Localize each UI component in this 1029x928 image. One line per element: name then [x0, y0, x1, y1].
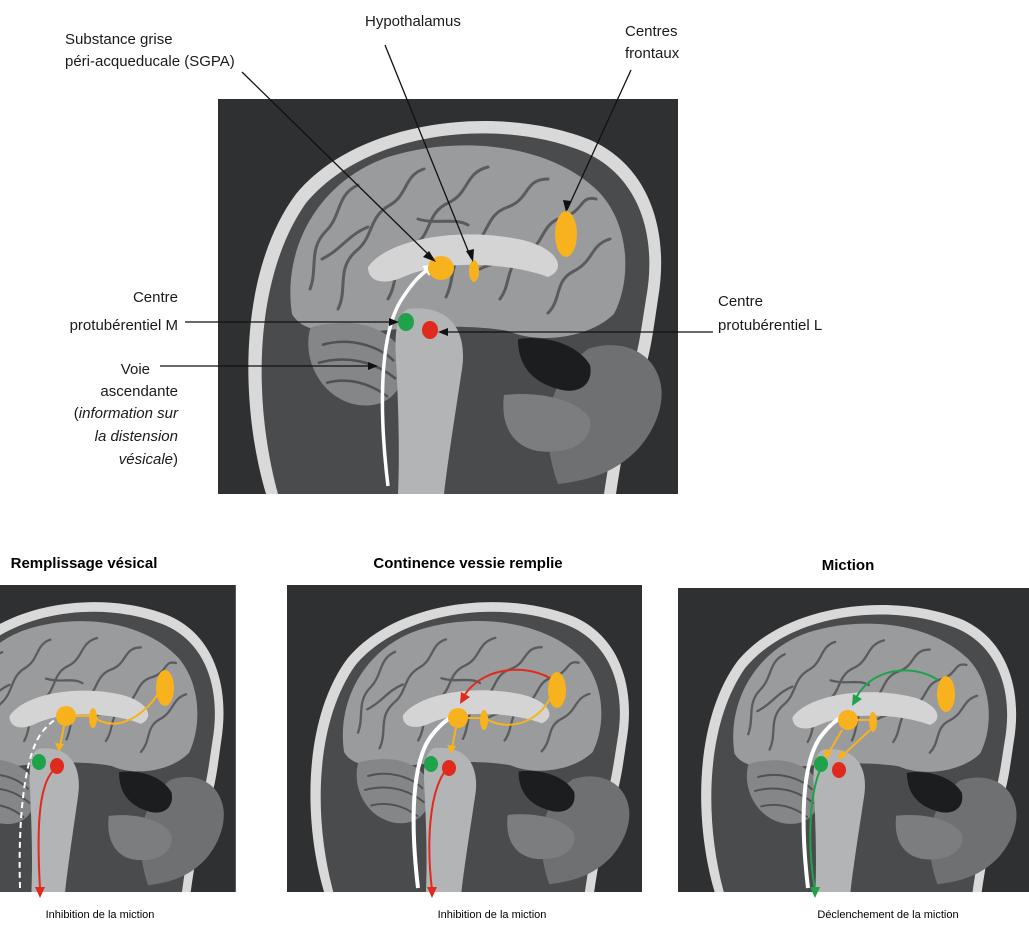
- panel-continence-frontal: [548, 672, 566, 708]
- panel-filling-title: Remplissage vésical: [11, 555, 158, 572]
- panel-continence-pontine-l: [442, 760, 456, 776]
- panel-voiding-pontine-l: [832, 762, 846, 778]
- panel-voiding-title: Miction: [822, 557, 875, 574]
- panel-continence-mri: [287, 585, 642, 892]
- main-mri-image: [218, 99, 678, 494]
- panel-voiding: Miction Déclenchement de la miction: [678, 557, 1029, 921]
- pontine-m-center: [398, 313, 414, 331]
- panel-continence-pontine-m: [424, 756, 438, 772]
- panel-filling-frontal: [156, 670, 174, 706]
- panel-voiding-pontine-m: [814, 756, 828, 772]
- label-frontal-line2: frontaux: [625, 45, 680, 62]
- panel-voiding-hypothalamus: [869, 712, 877, 732]
- label-pontine-l-line1: Centre: [718, 293, 763, 310]
- panel-filling-red-arrowhead: [35, 887, 45, 898]
- panel-continence-title: Continence vessie remplie: [373, 555, 562, 572]
- panel-voiding-caption: Déclenchement de la miction: [817, 909, 958, 921]
- main-brain-figure: Substance grise péri-acqueducale (SGPA) …: [65, 13, 822, 494]
- panel-voiding-sgpa: [838, 710, 858, 730]
- panel-filling-caption: Inhibition de la miction: [46, 909, 155, 921]
- label-pathway-line4: la distension: [95, 428, 178, 445]
- label-pathway-line5: vésicale): [119, 451, 178, 468]
- label-sgpa-line1: Substance grise: [65, 31, 173, 48]
- label-pathway-line1: Voie: [121, 361, 150, 378]
- panel-voiding-frontal: [937, 676, 955, 712]
- hypothalamus-center: [469, 260, 479, 282]
- panel-filling-pontine-l: [50, 758, 64, 774]
- panel-filling-sgpa: [56, 706, 76, 726]
- label-frontal-line1: Centres: [625, 23, 678, 40]
- panel-continence-red-arrowhead: [427, 887, 437, 898]
- frontal-center: [555, 211, 577, 257]
- label-pontine-m-line2: protubérentiel M: [70, 317, 178, 334]
- label-pathway-line3: (information sur: [74, 405, 179, 422]
- panel-continence-sgpa: [448, 708, 468, 728]
- panel-filling: Remplissage vésical Inhibition de la mic…: [0, 555, 236, 921]
- panel-filling-pontine-m: [32, 754, 46, 770]
- label-pathway-line2: ascendante: [100, 383, 178, 400]
- label-pathway-paren-close: ): [173, 451, 178, 468]
- panel-filling-mri: [0, 585, 236, 893]
- label-pontine-m-line1: Centre: [133, 289, 178, 306]
- label-pontine-l-line2: protubérentiel L: [718, 317, 822, 334]
- panel-continence-caption: Inhibition de la miction: [438, 909, 547, 921]
- panel-filling-hypothalamus: [89, 708, 97, 728]
- label-sgpa-line2: péri-acqueducale (SGPA): [65, 53, 235, 70]
- label-hypothalamus: Hypothalamus: [365, 13, 461, 30]
- panel-voiding-mri: [678, 588, 1029, 892]
- pontine-l-center: [422, 321, 438, 339]
- label-pathway-line3-italic: information sur: [79, 405, 179, 422]
- panel-continence-hypothalamus: [480, 710, 488, 730]
- label-pathway-line5-italic: vésicale: [119, 451, 173, 468]
- panel-voiding-green-arrowhead: [810, 887, 820, 898]
- panel-continence: Continence vessie remplie Inhibition de …: [287, 555, 642, 921]
